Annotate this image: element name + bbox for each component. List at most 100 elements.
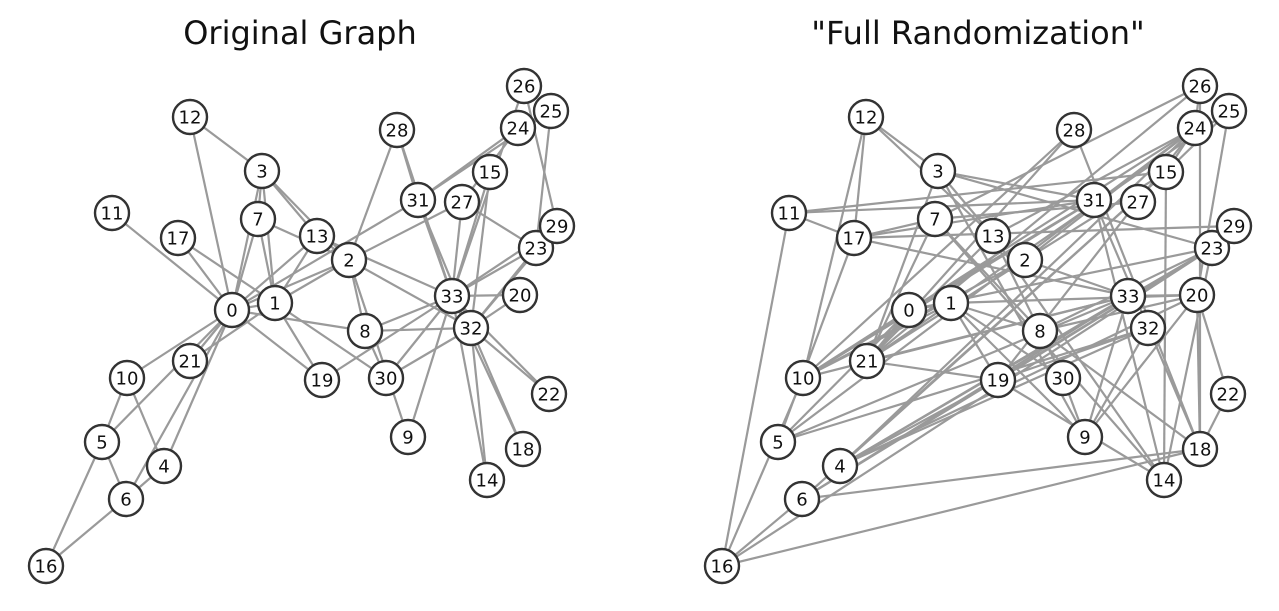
- left-node-10: 10: [108, 359, 146, 397]
- left-node-circle-20: [501, 276, 539, 314]
- right-edge-1-9: [950, 302, 1086, 438]
- right-edge-10-12: [801, 116, 868, 379]
- left-node-label-32: 32: [460, 319, 483, 340]
- right-node-label-1: 1: [945, 294, 956, 315]
- left-node-label-24: 24: [507, 119, 530, 140]
- left-edge-14-32: [469, 327, 489, 481]
- right-node-circle-18: [1181, 430, 1219, 468]
- right-node-18: 18: [1181, 430, 1219, 468]
- right-node-23: 23: [1193, 229, 1231, 267]
- left-node-circle-23: [517, 229, 555, 267]
- left-node-label-8: 8: [359, 322, 370, 343]
- left-node-12: 12: [171, 98, 209, 136]
- right-edge-16-18: [721, 447, 1201, 568]
- right-node-label-4: 4: [834, 457, 845, 478]
- right-node-label-23: 23: [1201, 239, 1224, 260]
- left-node-circle-1: [256, 284, 294, 322]
- right-node-circle-13: [974, 217, 1012, 255]
- left-node-label-0: 0: [226, 301, 237, 322]
- left-edge-2-3: [261, 170, 350, 261]
- right-edge-13-21: [866, 235, 994, 362]
- right-node-circle-28: [1055, 111, 1093, 149]
- left-node-label-5: 5: [96, 433, 107, 454]
- right-edge-9-33: [1083, 295, 1130, 438]
- left-node-label-25: 25: [540, 102, 563, 123]
- right-node-label-22: 22: [1217, 385, 1240, 406]
- right-node-label-12: 12: [855, 108, 878, 129]
- right-node-label-33: 33: [1117, 287, 1140, 308]
- left-node-circle-6: [107, 480, 145, 518]
- right-node-label-25: 25: [1218, 102, 1241, 123]
- right-node-1: 1: [932, 284, 970, 322]
- left-node-18: 18: [504, 430, 542, 468]
- left-edge-0-5: [101, 309, 233, 443]
- right-node-circle-21: [848, 342, 886, 380]
- right-node-30: 30: [1044, 359, 1082, 397]
- right-node-circle-2: [1006, 241, 1044, 279]
- right-edge-7-26: [934, 85, 1201, 220]
- left-node-circle-12: [171, 98, 209, 136]
- right-node-circle-24: [1176, 109, 1214, 147]
- left-node-circle-7: [239, 200, 277, 238]
- left-node-circle-19: [303, 361, 341, 399]
- left-node-13: 13: [298, 217, 336, 255]
- left-node-label-22: 22: [538, 385, 561, 406]
- left-node-25: 25: [532, 92, 570, 130]
- left-node-label-13: 13: [306, 227, 329, 248]
- left-node-label-29: 29: [546, 217, 569, 238]
- left-node-label-23: 23: [525, 239, 548, 260]
- left-node-6: 6: [107, 480, 145, 518]
- left-node-circle-2: [330, 241, 368, 279]
- right-node-20: 20: [1178, 276, 1216, 314]
- left-edge-0-4: [162, 309, 234, 467]
- left-node-4: 4: [145, 447, 183, 485]
- right-node-label-24: 24: [1184, 119, 1207, 140]
- left-node-9: 9: [389, 418, 427, 456]
- right-node-26: 26: [1181, 67, 1219, 105]
- right-node-label-26: 26: [1189, 77, 1212, 98]
- left-edge-2-28: [347, 129, 399, 261]
- right-node-circle-23: [1193, 229, 1231, 267]
- left-edge-1-30: [274, 302, 387, 379]
- left-node-label-19: 19: [311, 371, 334, 392]
- right-node-circle-0: [890, 291, 928, 329]
- right-edge-8-18: [1039, 330, 1201, 450]
- right-node-13: 13: [974, 217, 1012, 255]
- right-edge-0-5: [777, 309, 910, 443]
- right-node-3: 3: [919, 152, 957, 190]
- left-edge-1-3: [260, 170, 277, 304]
- left-node-label-18: 18: [512, 440, 535, 461]
- right-node-circle-7: [916, 200, 954, 238]
- right-edge-12-17: [852, 116, 868, 239]
- left-edge-15-32: [469, 171, 492, 329]
- right-node-32: 32: [1129, 309, 1167, 347]
- left-node-circle-8: [346, 312, 384, 350]
- left-node-28: 28: [378, 111, 416, 149]
- left-edge-9-33: [406, 295, 454, 438]
- left-node-label-16: 16: [35, 557, 58, 578]
- right-node-11: 11: [770, 194, 808, 232]
- right-node-circle-17: [835, 219, 873, 257]
- right-node-label-28: 28: [1063, 121, 1086, 142]
- left-node-24: 24: [499, 109, 537, 147]
- right-node-circle-33: [1109, 277, 1147, 315]
- right-edge-19-32: [997, 326, 1149, 382]
- left-node-8: 8: [346, 312, 384, 350]
- right-edge-5-32: [777, 326, 1149, 444]
- left-node-circle-27: [443, 183, 481, 221]
- right-node-circle-12: [847, 98, 885, 136]
- right-node-circle-32: [1129, 309, 1167, 347]
- left-node-circle-4: [145, 447, 183, 485]
- right-edge-20-25: [1195, 110, 1231, 296]
- left-node-label-28: 28: [386, 121, 409, 142]
- left-node-label-9: 9: [402, 428, 413, 449]
- left-edge-1-17: [177, 237, 276, 304]
- left-node-label-14: 14: [476, 471, 499, 492]
- right-node-label-27: 27: [1127, 193, 1150, 214]
- right-node-22: 22: [1209, 375, 1247, 413]
- right-edge-5-33: [777, 294, 1129, 444]
- right-node-2: 2: [1006, 241, 1044, 279]
